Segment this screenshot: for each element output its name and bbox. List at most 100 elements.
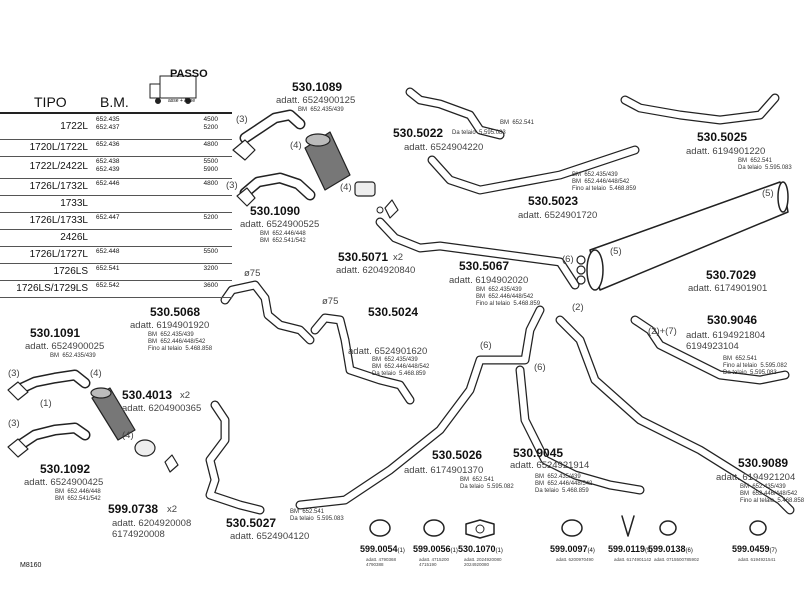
pipe-530-5025 <box>620 93 780 125</box>
clamp-599-0097 <box>561 519 583 537</box>
table-header-passo: PASSO <box>170 68 208 80</box>
part-adatt-530-5071: adatt. 6204920840 <box>336 265 416 276</box>
part-code-530-1091: 530.1091 <box>30 326 81 340</box>
part-code-530-1092: 530.1092 <box>40 462 91 476</box>
part-note-530-1092: BM 652.446/448 BM 652.541/542 <box>55 489 101 502</box>
small-part-code-text: 599.0119 <box>608 544 646 554</box>
callout-6a: (6) <box>562 254 574 265</box>
small-part-code: 599.0119(5) <box>608 544 652 554</box>
small-part-code-text: 599.0459 <box>732 544 770 554</box>
table-cell-tipo: 1726LS <box>53 265 88 277</box>
small-part-code: 599.0138(6) <box>648 544 693 554</box>
callout-2: (2) <box>572 302 584 313</box>
pipe-530-9046 <box>630 315 790 385</box>
small-part-code: 599.0054(1) <box>360 544 405 554</box>
part-code-530-1089: 530.1089 <box>292 80 343 94</box>
part-adatt-530-5027: adatt. 6524904120 <box>230 531 310 542</box>
table-cell-bm: 652.436 <box>96 141 120 148</box>
part-adatt-530-9045: adatt. 6524921914 <box>510 460 590 471</box>
table-cell-bm: 652.438 652.439 <box>96 158 120 173</box>
part-code-530-5024: 530.5024 <box>368 305 419 319</box>
pipe-530-5068 <box>220 280 315 345</box>
small-part-code-text: 599.0054 <box>360 544 398 554</box>
part-adatt-530-5068: adatt. 6194901920 <box>130 320 210 331</box>
pipe-530-1091 <box>7 369 91 401</box>
part-code-530-1090: 530.1090 <box>250 204 301 218</box>
small-part-code-text: 599.0097 <box>550 544 588 554</box>
small-part-code-text: 530.1070 <box>458 544 496 554</box>
pipe-530-5022 <box>405 87 505 140</box>
part-adatt-530-1092: adatt. 6524900425 <box>24 477 104 488</box>
table-cell-tipo: 1726L/1733L <box>29 214 88 226</box>
part-adatt-530-1089: adatt. 6524900125 <box>276 95 356 106</box>
table-cell-tipo: 1722L <box>60 120 88 132</box>
table-cell-bm: 652.447 <box>96 214 120 221</box>
clamp-599-0459 <box>749 520 767 536</box>
part-note-530-1091: BM 652.435/439 <box>50 353 96 359</box>
table-cell-passo: 4500 5200 <box>203 116 218 131</box>
table-cell-passo: 5500 5900 <box>203 158 218 173</box>
part-note-530-5022: BM 652.541 <box>500 120 535 126</box>
table-cell-bm: 652.448 <box>96 248 120 255</box>
small-part-adatt: adatt. 6194921541 <box>738 557 776 562</box>
part-code-530-5025: 530.5025 <box>697 130 748 144</box>
part-code-530-5068: 530.5068 <box>150 305 201 319</box>
part-code-530-7029: 530.7029 <box>706 268 757 282</box>
part-note-530-9089: BM 652.435/439 BM 652.446/448/542 Fino a… <box>740 484 804 504</box>
part-code-530-5071: 530.5071 <box>338 250 389 264</box>
callout-6b: (6) <box>480 340 492 351</box>
table-cell-bm: 652.542 <box>96 282 120 289</box>
pipe-530-5023 <box>427 145 640 195</box>
callout-6c: (6) <box>534 362 546 373</box>
part-from-530-5022: Da telaio 5.595.083 <box>452 130 506 136</box>
small-part-qty: (5) <box>645 548 653 554</box>
part-code-530-9089: 530.9089 <box>738 456 789 470</box>
part-adatt-530-5023: adatt. 6524901720 <box>518 210 598 221</box>
part-adatt-530-5022: adatt. 6524904220 <box>404 142 484 153</box>
clamp-599-0054 <box>369 519 391 537</box>
part-adatt-530-9046: adatt. 6194921804 6194923104 <box>686 330 766 352</box>
diameter-label-a: ø75 <box>244 268 261 279</box>
small-part-adatt: adatt. 2024920080 2024920080 <box>464 557 502 567</box>
part-note-530-5067: BM 652.435/439 BM 652.446/448/542 Fino a… <box>476 287 541 307</box>
hanger-599-0119 <box>621 515 635 537</box>
callout-1: (1) <box>40 398 52 409</box>
flex-hose-530-4013 <box>90 387 136 441</box>
part-note-530-9045: BM 652.435/439 BM 652.446/448/542 Da tel… <box>535 474 593 494</box>
small-part-qty: (1) <box>397 548 405 554</box>
small-part-qty: (1) <box>495 548 503 554</box>
part-code-530-9046: 530.9046 <box>707 313 758 327</box>
small-part-qty: (4) <box>587 548 595 554</box>
part-note-530-5068: BM 652.435/439 BM 652.446/448/542 Fino a… <box>148 332 213 352</box>
pipe-530-5026 <box>295 305 545 510</box>
table-cell-tipo: 1720L/1722L <box>29 141 88 153</box>
part-adatt-530-9089: adatt. 6194921204 <box>716 472 796 483</box>
part-adatt-599-0738: adatt. 6204920008 6174920008 <box>112 518 192 540</box>
gasket-530-1070 <box>465 519 495 539</box>
part-code-530-5026: 530.5026 <box>432 448 483 462</box>
clamp-599-0056 <box>423 519 445 537</box>
passo-truck-icon <box>149 75 197 104</box>
diameter-label-b: ø75 <box>322 296 339 307</box>
clamp-599-0138 <box>659 520 677 536</box>
pipe-530-5067 <box>375 217 580 290</box>
small-part-code: 599.0097(4) <box>550 544 595 554</box>
small-part-qty: (6) <box>685 548 693 554</box>
table-cell-tipo: 2426L <box>60 231 88 243</box>
table-cell-bm: 652.541 <box>96 265 120 272</box>
part-note-530-1090: BM 652.446/448 BM 652.541/542 <box>260 231 306 244</box>
part-adatt-530-1090: adatt. 6524900525 <box>240 219 320 230</box>
part-qty-599-0738: x2 <box>167 504 178 515</box>
table-cell-tipo: 1726L/1727L <box>29 248 88 260</box>
drawing-reference: M8160 <box>20 562 42 569</box>
pipe-530-1090 <box>236 172 316 207</box>
callout-3b: (3) <box>226 180 238 191</box>
table-cell-tipo: 1726L/1732L <box>29 180 88 192</box>
